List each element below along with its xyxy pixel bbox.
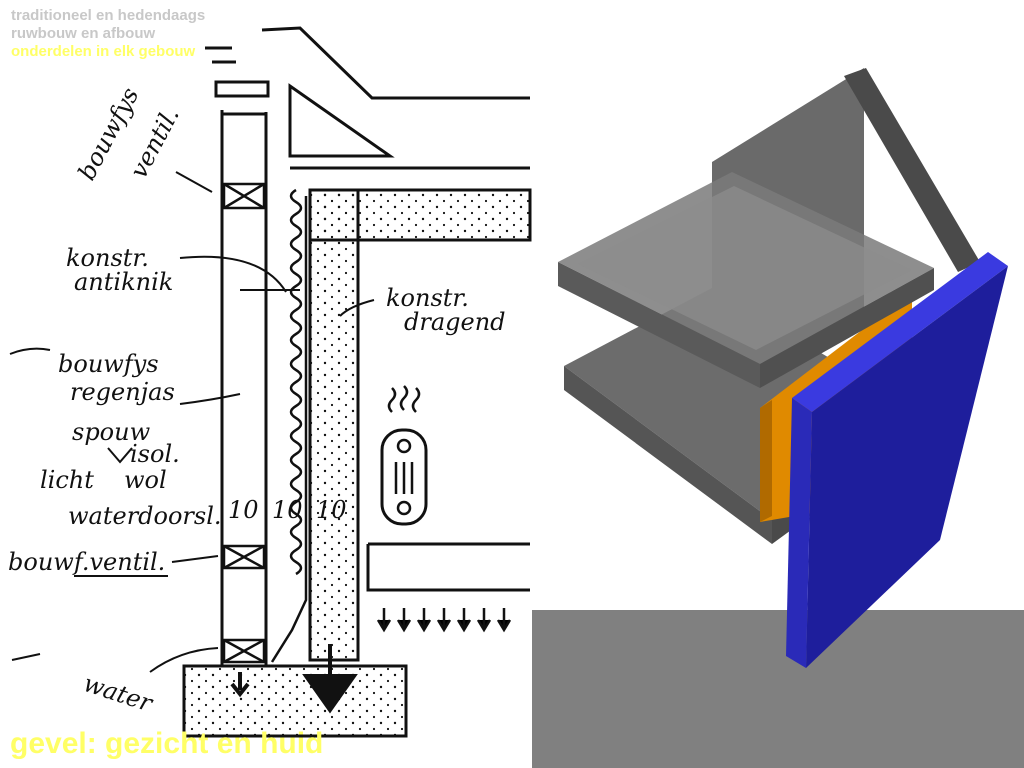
label-waterdoorsl: waterdoorsl.: [68, 502, 222, 530]
header-line-2: ruwbouw en afbouw: [11, 25, 156, 42]
label-konstr-antiknik-1: konstr.: [66, 244, 149, 272]
label-isol: isol.: [130, 440, 180, 468]
facade-section-sketch: bouwfys ventil. konstr. antiknik konstr.…: [8, 26, 532, 738]
label-thickness-3: 10: [316, 496, 347, 524]
header-line-1: traditioneel en hedendaags: [11, 7, 206, 24]
label-konstr-dragend-2: dragend: [404, 308, 506, 336]
facade-3d-model: [532, 0, 1024, 768]
header-line-3: onderdelen in elk gebouw: [11, 43, 196, 60]
label-water: water: [80, 669, 157, 718]
label-bouwfys-regenjas-1: bouwfys: [58, 350, 159, 378]
ground-plane: [532, 610, 1024, 768]
label-thickness-2: 10: [272, 496, 303, 524]
label-wol: wol: [124, 466, 167, 494]
label-bouwfys-regenjas-2: regenjas: [70, 378, 175, 406]
slide-title: gevel: gezicht en huid: [10, 727, 324, 760]
label-konstr-dragend-1: konstr.: [386, 284, 469, 312]
blue-cladding-panel: [792, 252, 1008, 412]
label-spouw: spouw: [72, 418, 151, 446]
label-licht: licht: [40, 466, 94, 494]
label-thickness-1: 10: [228, 496, 259, 524]
label-konstr-antiknik-2: antiknik: [74, 268, 173, 296]
label-bouwf-ventil: bouwf.ventil.: [8, 548, 165, 576]
